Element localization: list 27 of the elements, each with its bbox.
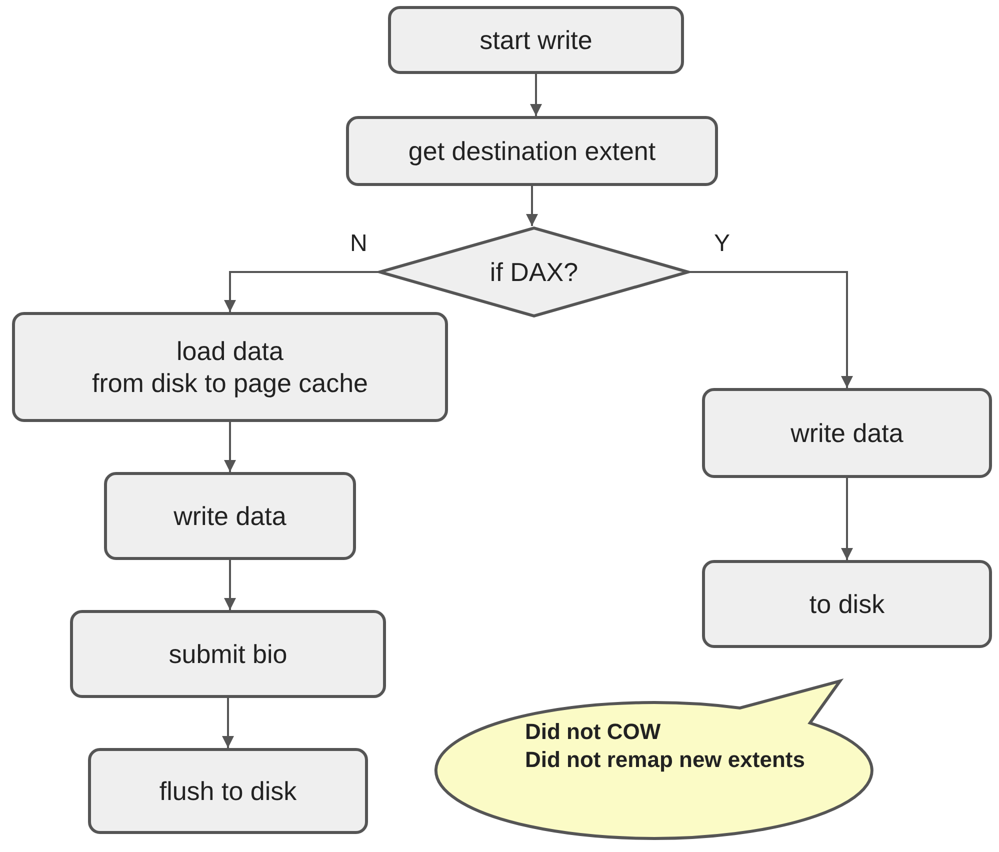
node-label: to disk (809, 588, 885, 620)
node-label: get destination extent (408, 134, 656, 168)
process-box (12, 312, 448, 422)
node-label: if DAX? (490, 256, 578, 288)
arrow (841, 478, 853, 560)
process-box (702, 388, 992, 478)
arrow (222, 698, 234, 748)
arrow (224, 560, 236, 610)
node-label: start write (480, 24, 592, 56)
arrow (224, 422, 236, 472)
process-box (88, 748, 368, 834)
node-label: load data (176, 334, 284, 367)
arrow (530, 74, 542, 116)
process-box (702, 560, 992, 648)
process-box (104, 472, 356, 560)
node-label: write data (174, 500, 286, 532)
arrow (224, 271, 378, 312)
node-label: from disk to page cache (92, 367, 368, 400)
process-box (346, 116, 718, 186)
decision-diamond (378, 226, 690, 318)
node-label: flush to disk (159, 774, 297, 808)
arrow (526, 186, 538, 226)
node-label: write data (790, 416, 904, 450)
node-label: submit bio (168, 638, 288, 670)
process-box (70, 610, 386, 698)
process-box (388, 6, 684, 74)
arrow (690, 271, 853, 388)
